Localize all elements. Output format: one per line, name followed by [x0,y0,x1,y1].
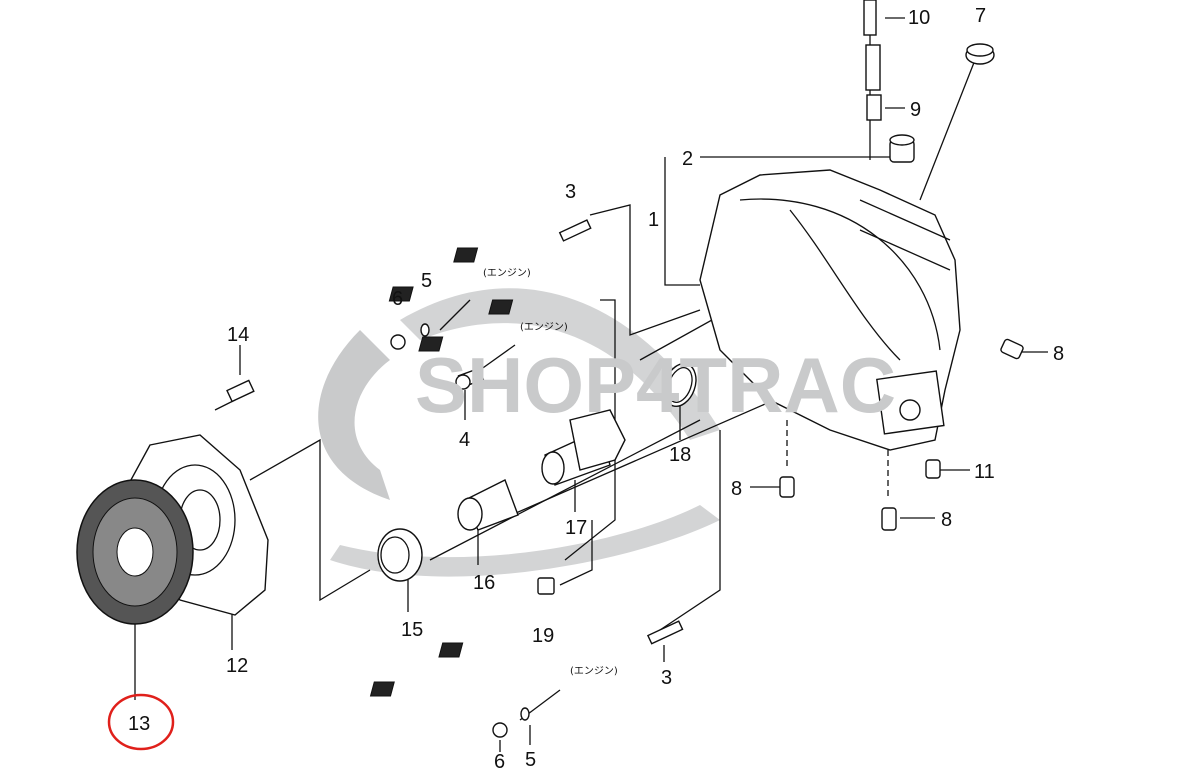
engine-note: (エンジン) [570,666,618,677]
callout-11: 11 [974,461,995,483]
callout-3: 3 [661,667,672,689]
bolt-part-8-low [881,507,897,531]
callout-13: 13 [128,713,150,735]
callout-18: 18 [669,444,691,466]
seal-part-15 [377,528,423,582]
stud-part-3-top [558,219,592,242]
guide-sleeve-part-17 [541,409,626,486]
clutch-housing-part-1 [699,169,961,451]
callout-6: 6 [392,288,403,310]
callout-4: 4 [459,429,470,451]
plug-part-7 [965,43,995,65]
release-bearing-part-16 [457,479,519,531]
callout-19: 19 [532,625,554,647]
callout-15: 15 [401,619,423,641]
callout-10: 10 [908,7,930,29]
callout-3: 3 [565,181,576,203]
callout-7: 7 [975,5,986,27]
callout-2: 2 [682,148,693,170]
bolt-part-19 [537,577,555,595]
bolt-part-4 [455,367,485,390]
bolt-part-8-mid [779,476,795,498]
nut-part-6-top [390,334,406,350]
pin-part-9a [865,44,881,91]
nut-part-6-bottom [492,722,508,738]
washer-part-5-bottom [520,707,530,721]
bushing-part-2 [889,134,915,163]
callout-8: 8 [941,509,952,531]
callout-5: 5 [421,270,432,292]
callout-12: 12 [226,655,248,677]
callouts: 10 7 9 2 3 1 6 5 14 8 4 18 11 8 8 17 16 … [128,5,1064,769]
bolt-part-11 [925,459,941,479]
callout-1: 1 [648,209,659,231]
highlight-circle [107,693,175,751]
watermark-text: SHOP4TRAC [415,341,896,429]
engine-note: (エンジン) [520,322,568,333]
dowel-part-9 [866,94,882,121]
callout-14: 14 [227,324,249,346]
watermark-swoosh [318,288,720,577]
callout-17: 17 [565,517,587,539]
bolt-part-14 [226,379,255,403]
washer-part-5-top [420,323,430,337]
pin-part-10 [863,0,877,36]
callout-8: 8 [731,478,742,500]
callout-9: 9 [910,99,921,121]
callout-8: 8 [1053,343,1064,365]
clutch-disc-part-13 [76,479,194,625]
stud-part-3-bottom [646,620,684,645]
seal-part-18 [663,362,697,408]
callout-16: 16 [473,572,495,594]
engine-note: (エンジン) [483,268,531,279]
bolt-part-8-right [1000,338,1024,360]
callout-6: 6 [494,751,505,769]
engine-arrow-icons [369,247,514,697]
callout-5: 5 [525,749,536,769]
